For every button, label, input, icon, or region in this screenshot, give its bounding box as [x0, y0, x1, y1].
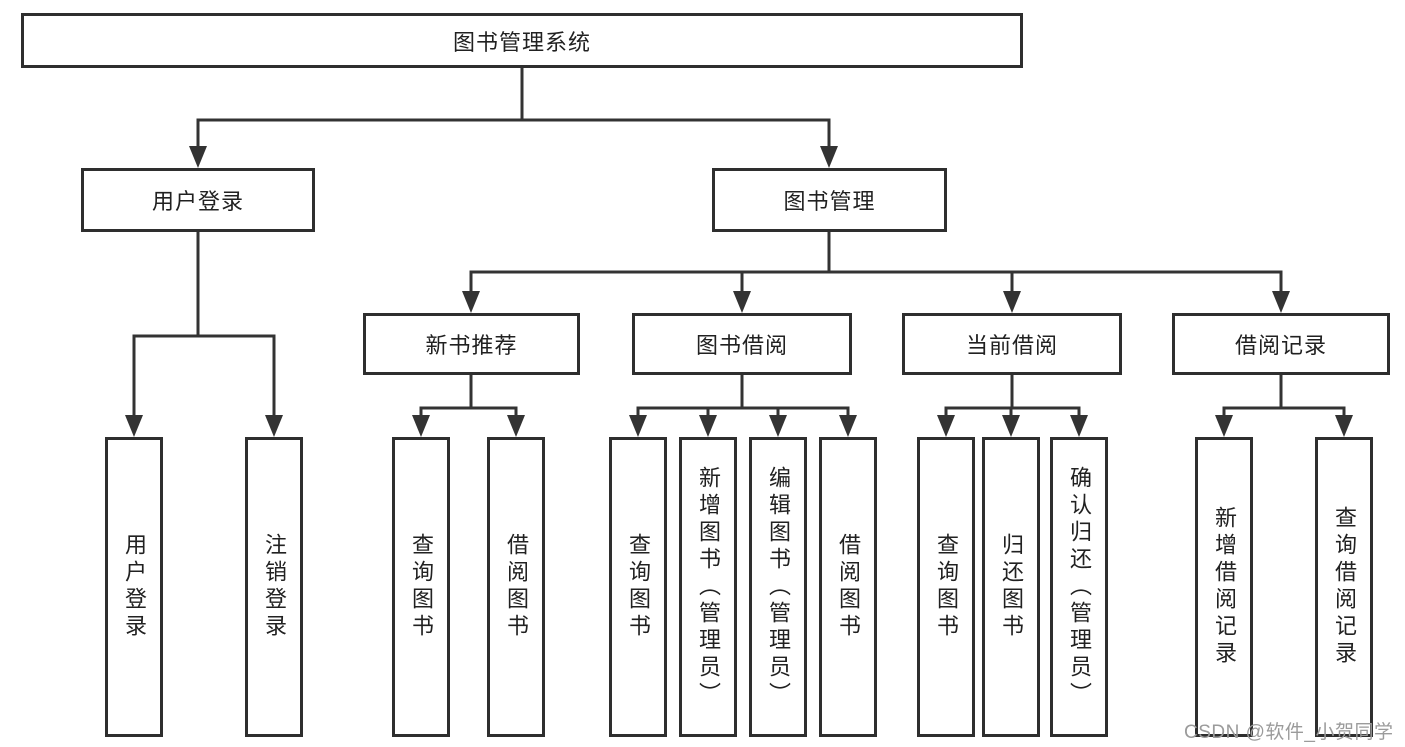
leaf-query-book-1: 查询图书 — [392, 437, 450, 737]
leaf-confirm-return-admin-label: 确认归还（管理员） — [1067, 465, 1092, 709]
node-book-borrowing-label: 图书借阅 — [695, 333, 788, 358]
node-new-book-recommend: 新书推荐 — [363, 313, 580, 375]
node-borrowing-records: 借阅记录 — [1172, 313, 1390, 375]
leaf-borrow-book-1: 借阅图书 — [487, 437, 545, 737]
leaf-edit-book-admin: 编辑图书（管理员） — [749, 437, 807, 737]
node-current-borrowing-label: 当前借阅 — [965, 333, 1058, 358]
node-book-management-label: 图书管理 — [783, 189, 876, 214]
leaf-confirm-return-admin: 确认归还（管理员） — [1050, 437, 1108, 737]
csdn-watermark: CSDN @软件_小贺同学 — [1184, 722, 1394, 743]
leaf-user-login: 用户登录 — [105, 437, 163, 737]
leaf-add-book-admin-label: 新增图书（管理员） — [696, 465, 721, 709]
node-borrowing-records-label: 借阅记录 — [1234, 333, 1327, 358]
arrow-down-icons — [125, 146, 1353, 437]
leaf-query-borrow-record: 查询借阅记录 — [1315, 437, 1373, 737]
node-system-root: 图书管理系统 — [21, 13, 1023, 68]
leaf-add-borrow-record-label: 新增借阅记录 — [1212, 506, 1237, 668]
leaf-query-book-3: 查询图书 — [917, 437, 975, 737]
leaf-return-book-label: 归还图书 — [999, 533, 1024, 641]
leaf-logout: 注销登录 — [245, 437, 303, 737]
leaf-return-book: 归还图书 — [982, 437, 1040, 737]
node-book-management: 图书管理 — [712, 168, 947, 232]
node-user-login-label: 用户登录 — [151, 189, 244, 214]
leaf-add-book-admin: 新增图书（管理员） — [679, 437, 737, 737]
node-current-borrowing: 当前借阅 — [902, 313, 1122, 375]
leaf-query-book-2: 查询图书 — [609, 437, 667, 737]
leaf-borrow-book-1-label: 借阅图书 — [504, 533, 529, 641]
leaf-edit-book-admin-label: 编辑图书（管理员） — [766, 465, 791, 709]
leaf-query-book-3-label: 查询图书 — [934, 533, 959, 641]
leaf-borrow-book-2-label: 借阅图书 — [836, 533, 861, 641]
leaf-add-borrow-record: 新增借阅记录 — [1195, 437, 1253, 737]
leaf-logout-label: 注销登录 — [262, 533, 287, 641]
node-user-login: 用户登录 — [81, 168, 315, 232]
leaf-query-book-1-label: 查询图书 — [409, 533, 434, 641]
leaf-query-book-2-label: 查询图书 — [626, 533, 651, 641]
leaf-query-borrow-record-label: 查询借阅记录 — [1332, 506, 1357, 668]
leaf-user-login-label: 用户登录 — [122, 533, 147, 641]
leaf-borrow-book-2: 借阅图书 — [819, 437, 877, 737]
node-book-borrowing: 图书借阅 — [632, 313, 852, 375]
node-new-book-recommend-label: 新书推荐 — [425, 333, 518, 358]
node-system-root-label: 图书管理系统 — [452, 29, 591, 55]
